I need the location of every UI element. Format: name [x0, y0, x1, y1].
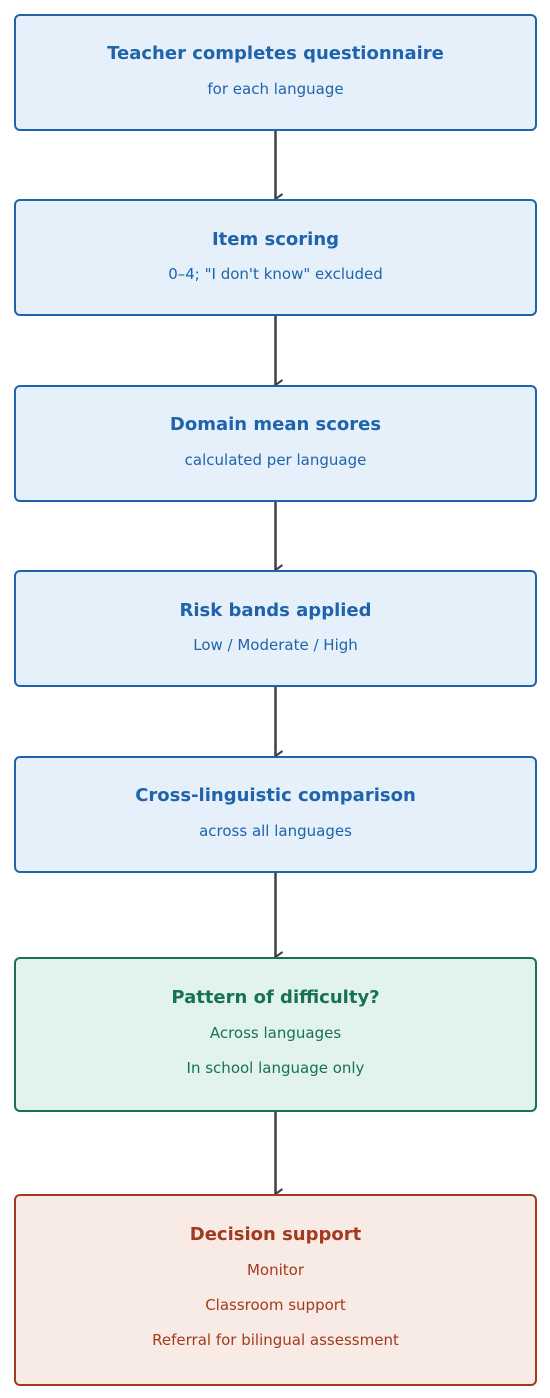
step-option: In school language only [186, 1059, 365, 1077]
step-title: Pattern of difficulty? [171, 987, 380, 1008]
step-detail: for each language [207, 80, 344, 98]
step-title: Decision support [189, 1224, 362, 1245]
step-option: Classroom support [205, 1296, 346, 1314]
step-decision-support: Decision support Monitor Classroom suppo… [14, 1194, 537, 1386]
step-option: Referral for bilingual assessment [152, 1331, 399, 1349]
step-item-scoring: Item scoring 0–4; "I don't know" exclude… [14, 199, 537, 316]
step-title: Risk bands applied [179, 600, 372, 621]
step-teacher-questionnaire: Teacher completes questionnaire for each… [14, 14, 537, 131]
decision-pattern-of-difficulty: Pattern of difficulty? Across languages … [14, 957, 537, 1112]
step-title: Cross-linguistic comparison [135, 785, 416, 806]
step-detail: Low / Moderate / High [193, 636, 358, 654]
step-risk-bands: Risk bands applied Low / Moderate / High [14, 570, 537, 687]
step-title: Domain mean scores [169, 414, 382, 435]
step-detail: calculated per language [184, 451, 367, 469]
step-title: Item scoring [211, 229, 340, 250]
step-detail: across all languages [199, 822, 352, 840]
step-domain-mean-scores: Domain mean scores calculated per langua… [14, 385, 537, 502]
step-title: Teacher completes questionnaire [107, 43, 444, 64]
step-option: Across languages [209, 1024, 342, 1042]
step-option: Monitor [246, 1261, 305, 1279]
step-cross-linguistic-comparison: Cross-linguistic comparison across all l… [14, 756, 537, 873]
step-detail: 0–4; "I don't know" excluded [168, 265, 383, 283]
